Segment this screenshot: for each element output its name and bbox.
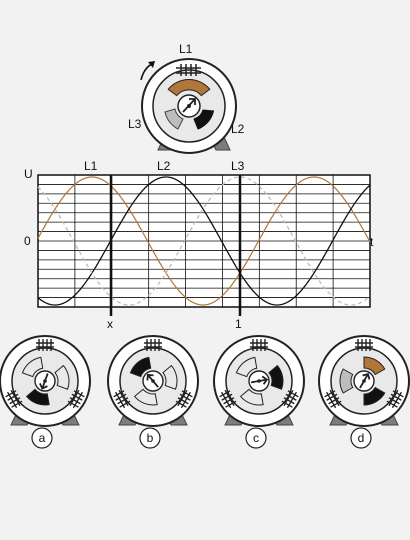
y-axis-label: U — [24, 167, 33, 181]
magnet-segment — [363, 386, 386, 406]
phase-label-l2: L2 — [231, 122, 245, 136]
stator-winding — [144, 339, 162, 351]
stator-winding — [386, 389, 404, 409]
motor-b: b — [107, 335, 199, 449]
zero-label: 0 — [24, 234, 31, 248]
motor-a: a — [0, 335, 91, 449]
curve-l2 — [37, 176, 371, 306]
curve-l1 — [37, 176, 371, 306]
stator-winding — [67, 389, 85, 409]
voltage-graph: U 0 t L1 L2 L3 x 1 — [24, 159, 374, 331]
rotor-shaft — [362, 379, 366, 383]
motor-label-b: b — [147, 431, 154, 445]
motor-row: a b c d — [0, 335, 410, 449]
magnet-segment — [21, 356, 44, 378]
stator-winding — [281, 389, 299, 409]
stator-winding-teeth — [176, 64, 201, 76]
rotor-shaft — [187, 104, 191, 108]
magnet-arc-gray — [164, 108, 184, 130]
magnet-segment — [25, 388, 50, 406]
magnet-segment — [363, 356, 386, 376]
x-axis-label: t — [370, 235, 374, 249]
motor-label-badge — [31, 427, 53, 449]
magnet-segment — [54, 364, 70, 390]
marker-label-1: 1 — [235, 317, 242, 331]
motor-label-c: c — [253, 431, 259, 445]
magnet-arc-brown — [167, 79, 211, 97]
motor-label-badge — [245, 427, 267, 449]
rotor-shaft — [151, 379, 155, 383]
magnet-segment — [133, 388, 158, 406]
motor-d: d — [318, 335, 410, 449]
stator-winding — [36, 339, 54, 351]
stator-winding — [324, 389, 342, 409]
magnet-segment — [235, 356, 258, 378]
phase-curves — [37, 176, 371, 306]
stator-winding — [5, 389, 23, 409]
magnet-arc-black — [193, 109, 215, 130]
magnet-segment — [239, 388, 264, 406]
stator-winding — [113, 389, 131, 409]
motor-label-d: d — [358, 431, 365, 445]
stator-winding — [219, 389, 237, 409]
rotor-shaft — [257, 379, 261, 383]
graph-grid — [38, 175, 370, 307]
curve-label-l1: L1 — [84, 159, 98, 173]
motor-label-badge — [350, 427, 372, 449]
phase-label-l1: L1 — [179, 42, 193, 56]
phase-label-l3: L3 — [128, 117, 142, 131]
motor-c: c — [213, 335, 305, 449]
curve-label-l3: L3 — [231, 159, 245, 173]
magnet-segment — [162, 364, 178, 390]
curve-label-l2: L2 — [157, 159, 171, 173]
motor-label-badge — [139, 427, 161, 449]
stator-winding — [355, 339, 373, 351]
magnet-segment — [268, 364, 284, 390]
marker-label-x: x — [107, 317, 113, 331]
stator-winding — [175, 389, 193, 409]
magnet-segment — [339, 368, 354, 394]
magnet-segment — [129, 356, 152, 378]
rotor-shaft — [43, 379, 47, 383]
stator-winding — [250, 339, 268, 351]
motor-label-a: a — [39, 431, 46, 445]
top-motor: L1 L3 L2 — [128, 42, 245, 154]
rotation-arrow-head — [148, 61, 155, 68]
